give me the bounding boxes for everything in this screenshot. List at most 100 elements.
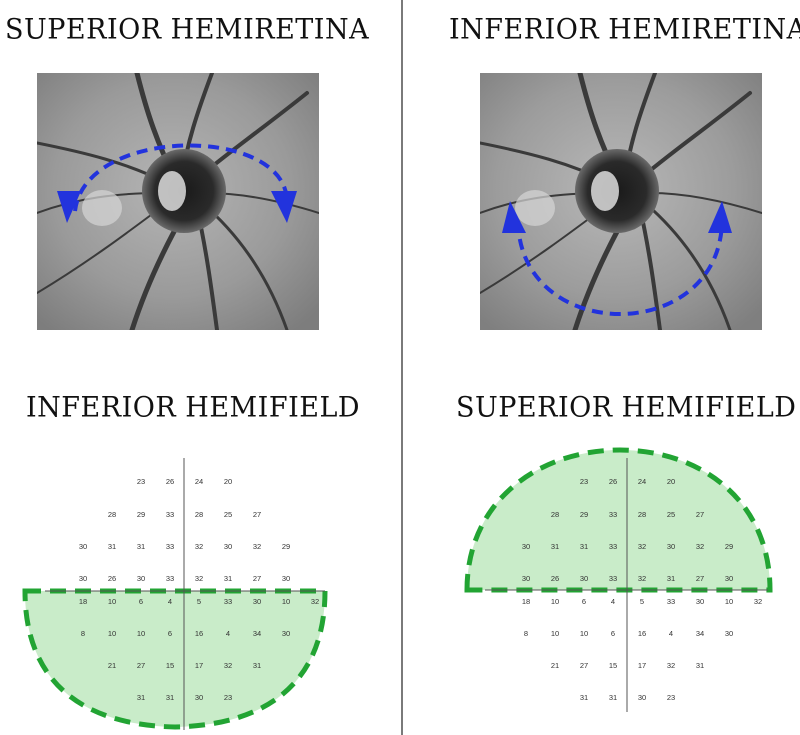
threshold-value: 4 bbox=[669, 629, 673, 638]
threshold-value: 31 bbox=[137, 693, 145, 702]
threshold-value: 30 bbox=[580, 574, 588, 583]
threshold-value: 33 bbox=[224, 597, 232, 606]
threshold-value: 27 bbox=[253, 574, 261, 583]
threshold-value: 26 bbox=[166, 477, 174, 486]
threshold-value: 10 bbox=[551, 597, 559, 606]
threshold-value: 31 bbox=[137, 542, 145, 551]
threshold-value: 31 bbox=[253, 661, 261, 670]
threshold-value: 6 bbox=[139, 597, 143, 606]
threshold-value: 8 bbox=[81, 629, 85, 638]
threshold-value: 18 bbox=[79, 597, 87, 606]
threshold-value: 30 bbox=[725, 574, 733, 583]
threshold-value: 27 bbox=[580, 661, 588, 670]
threshold-value: 23 bbox=[137, 477, 145, 486]
threshold-value: 33 bbox=[166, 510, 174, 519]
threshold-value: 10 bbox=[725, 597, 733, 606]
threshold-value: 29 bbox=[725, 542, 733, 551]
threshold-value: 4 bbox=[611, 597, 615, 606]
threshold-value: 30 bbox=[79, 542, 87, 551]
threshold-value: 30 bbox=[667, 542, 675, 551]
threshold-value: 17 bbox=[195, 661, 203, 670]
threshold-value: 31 bbox=[224, 574, 232, 583]
threshold-value: 30 bbox=[522, 542, 530, 551]
threshold-value: 27 bbox=[696, 510, 704, 519]
threshold-value: 34 bbox=[253, 629, 261, 638]
threshold-value: 4 bbox=[168, 597, 172, 606]
threshold-value: 15 bbox=[609, 661, 617, 670]
threshold-value: 6 bbox=[168, 629, 172, 638]
superior-hemifield-shade bbox=[464, 447, 773, 593]
threshold-value: 30 bbox=[137, 574, 145, 583]
threshold-value: 31 bbox=[108, 542, 116, 551]
threshold-value: 8 bbox=[524, 629, 528, 638]
superior-hemiretina-title: SUPERIOR HEMIRETINA bbox=[5, 13, 370, 46]
threshold-value: 31 bbox=[696, 661, 704, 670]
threshold-value: 30 bbox=[282, 629, 290, 638]
inferior-hemiretina-title: INFERIOR HEMIRETINA bbox=[449, 13, 800, 46]
threshold-value: 23 bbox=[580, 477, 588, 486]
threshold-value: 10 bbox=[137, 629, 145, 638]
threshold-value: 32 bbox=[696, 542, 704, 551]
threshold-value: 10 bbox=[580, 629, 588, 638]
threshold-value: 6 bbox=[582, 597, 586, 606]
threshold-value: 30 bbox=[253, 597, 261, 606]
threshold-value: 10 bbox=[551, 629, 559, 638]
threshold-value: 32 bbox=[224, 661, 232, 670]
threshold-value: 27 bbox=[137, 661, 145, 670]
fundus-photo-inferior bbox=[480, 73, 762, 330]
superior-hemifield-title: SUPERIOR HEMIFIELD bbox=[456, 391, 797, 424]
threshold-value: 16 bbox=[638, 629, 646, 638]
threshold-value: 30 bbox=[282, 574, 290, 583]
threshold-value: 28 bbox=[108, 510, 116, 519]
threshold-value: 10 bbox=[282, 597, 290, 606]
threshold-value: 32 bbox=[195, 574, 203, 583]
threshold-value: 24 bbox=[195, 477, 203, 486]
threshold-value: 30 bbox=[522, 574, 530, 583]
threshold-value: 32 bbox=[638, 542, 646, 551]
threshold-value: 10 bbox=[108, 629, 116, 638]
threshold-value: 34 bbox=[696, 629, 704, 638]
threshold-value: 31 bbox=[166, 693, 174, 702]
threshold-value: 30 bbox=[224, 542, 232, 551]
inferior-hemifield-title: INFERIOR HEMIFIELD bbox=[26, 391, 361, 424]
threshold-value: 29 bbox=[137, 510, 145, 519]
threshold-value: 28 bbox=[195, 510, 203, 519]
threshold-value: 18 bbox=[522, 597, 530, 606]
threshold-value: 26 bbox=[551, 574, 559, 583]
threshold-value: 30 bbox=[725, 629, 733, 638]
threshold-value: 30 bbox=[195, 693, 203, 702]
threshold-value: 32 bbox=[667, 661, 675, 670]
threshold-value: 5 bbox=[197, 597, 201, 606]
threshold-value: 30 bbox=[79, 574, 87, 583]
threshold-value: 23 bbox=[667, 693, 675, 702]
threshold-value: 32 bbox=[638, 574, 646, 583]
panel-divider bbox=[401, 0, 403, 735]
threshold-value: 5 bbox=[640, 597, 644, 606]
threshold-value: 21 bbox=[108, 661, 116, 670]
threshold-value: 21 bbox=[551, 661, 559, 670]
threshold-value: 28 bbox=[638, 510, 646, 519]
inferior-hemifield-shade bbox=[22, 588, 328, 730]
threshold-value: 24 bbox=[638, 477, 646, 486]
threshold-value: 27 bbox=[696, 574, 704, 583]
threshold-value: 32 bbox=[253, 542, 261, 551]
threshold-value: 29 bbox=[282, 542, 290, 551]
threshold-value: 26 bbox=[609, 477, 617, 486]
threshold-value: 23 bbox=[224, 693, 232, 702]
threshold-value: 10 bbox=[108, 597, 116, 606]
threshold-value: 29 bbox=[580, 510, 588, 519]
threshold-value: 30 bbox=[638, 693, 646, 702]
threshold-value: 31 bbox=[580, 542, 588, 551]
threshold-value: 16 bbox=[195, 629, 203, 638]
threshold-value: 31 bbox=[580, 693, 588, 702]
threshold-value: 33 bbox=[609, 510, 617, 519]
threshold-value: 33 bbox=[166, 542, 174, 551]
threshold-value: 33 bbox=[166, 574, 174, 583]
threshold-value: 33 bbox=[609, 542, 617, 551]
threshold-value: 31 bbox=[667, 574, 675, 583]
threshold-value: 25 bbox=[667, 510, 675, 519]
